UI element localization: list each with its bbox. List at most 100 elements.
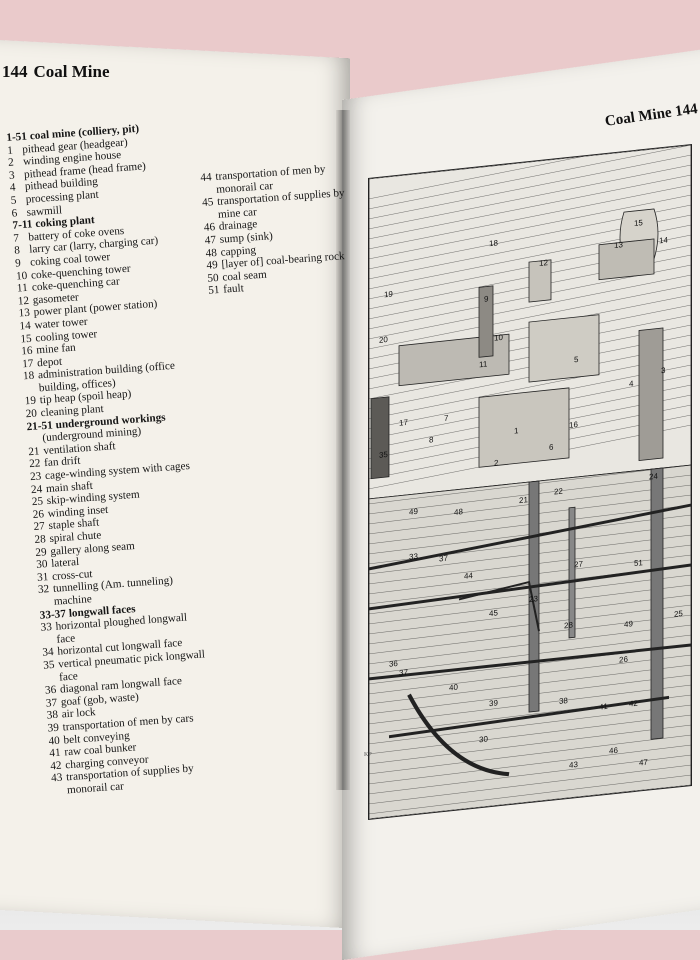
callout-label: 1	[514, 426, 519, 435]
callout-label: 12	[539, 258, 548, 268]
legend-text: face	[56, 632, 76, 646]
legend-number: 10	[15, 269, 28, 283]
callout-label: 23	[529, 594, 538, 604]
callout-label: 14	[659, 235, 668, 245]
callout-label: 38	[559, 696, 568, 706]
legend-number: 32	[37, 583, 50, 597]
callout-label: 44	[464, 571, 473, 581]
legend-number: 7	[13, 232, 20, 245]
callout-label: 15	[634, 218, 643, 228]
legend-number: 36	[44, 683, 57, 697]
legend-number: 34	[42, 646, 55, 660]
legend-number: 44	[200, 171, 212, 184]
legend-number: 42	[49, 759, 62, 773]
callout-label: 36	[389, 659, 398, 669]
legend-number: 3	[8, 169, 16, 182]
legend-number: 38	[46, 709, 59, 722]
legend-number: 17	[21, 357, 34, 371]
callout-label: 45	[489, 608, 498, 618]
callout-label: 6	[549, 442, 554, 451]
callout-label: 4	[629, 379, 634, 388]
legend-number: 30	[35, 558, 48, 572]
callout-label: 40	[449, 683, 458, 693]
callout-label: 35	[379, 450, 388, 460]
legend-number: 9	[14, 257, 22, 270]
callout-label: 33	[409, 552, 418, 562]
legend-number: 24	[30, 482, 43, 496]
legend-number: 40	[48, 734, 61, 747]
left-page-number: 144	[2, 62, 28, 81]
legend-number: 39	[47, 721, 60, 735]
legend-number: 45	[201, 196, 214, 210]
legend-number: 47	[204, 234, 217, 247]
legend-text: mine fan	[35, 341, 77, 357]
legend-number: 50	[207, 271, 220, 285]
legend-number: 8	[13, 244, 21, 258]
legend-number: 25	[31, 495, 44, 509]
callout-label: 39	[489, 698, 498, 708]
callout-label: 49	[624, 619, 633, 629]
callout-label: 13	[614, 240, 623, 250]
callout-label: 43	[569, 760, 578, 770]
legend-number: 13	[18, 307, 31, 320]
callout-label: 16	[569, 420, 578, 430]
callout-label: 10	[494, 333, 503, 343]
callout-label: 37	[439, 554, 448, 564]
book-gutter	[336, 110, 350, 790]
callout-label: 8	[429, 435, 434, 444]
legend-number: 2	[7, 156, 15, 170]
legend-text: fault	[222, 282, 245, 296]
legend-number: 5	[10, 194, 17, 207]
callout-label: 25	[674, 609, 683, 619]
legend-text: depot	[36, 355, 63, 370]
legend-number: 46	[203, 221, 216, 235]
folio-mark: KP	[364, 752, 372, 758]
callout-label: 9	[484, 294, 489, 303]
callout-label: 22	[554, 486, 563, 496]
legend-number: 51	[207, 284, 220, 298]
callout-label: 11	[479, 359, 488, 369]
callout-label: 37	[399, 668, 408, 678]
legend-number: 11	[16, 282, 29, 295]
callout-label: 41	[599, 702, 608, 712]
legend-number: 23	[29, 470, 42, 484]
legend-number: 20	[25, 407, 38, 421]
callout-label: 42	[629, 699, 638, 709]
legend-number: 48	[205, 246, 218, 260]
legend-number: 1	[6, 144, 14, 157]
legend-number: 43	[50, 771, 63, 785]
left-page-header: 144 Coal Mine	[2, 62, 110, 82]
legend-number: 19	[24, 395, 37, 408]
legend-text: face	[58, 669, 79, 684]
callout-label: 46	[609, 746, 618, 756]
callout-label: 47	[639, 758, 648, 768]
legend-number: 31	[36, 570, 49, 584]
callout-label: 2	[494, 458, 499, 467]
callout-label: 26	[619, 655, 628, 665]
callout-label: 5	[574, 355, 579, 364]
legend-number: 35	[42, 658, 55, 672]
legend-number: 41	[49, 746, 62, 760]
legend-number: 12	[17, 294, 30, 308]
callout-label: 21	[519, 495, 528, 505]
right-page-number: 144	[674, 101, 699, 120]
callout-label: 30	[479, 734, 488, 744]
callout-label: 49	[409, 507, 418, 517]
legend-number: 37	[45, 696, 58, 710]
left-page-title: Coal Mine	[33, 62, 110, 81]
legend-number: 49	[206, 259, 219, 272]
callout-label: 24	[649, 471, 658, 481]
legend-number: 28	[34, 533, 47, 546]
callout-label: 18	[489, 238, 498, 248]
legend-number: 21	[27, 445, 40, 459]
callout-label: 3	[661, 366, 666, 375]
callout-label: 27	[574, 559, 583, 569]
callout-label: 20	[379, 335, 388, 345]
legend-number: 18	[22, 369, 35, 383]
legend-number: 15	[20, 332, 33, 345]
callout-label: 7	[444, 414, 449, 423]
callout-label: 51	[634, 558, 643, 568]
